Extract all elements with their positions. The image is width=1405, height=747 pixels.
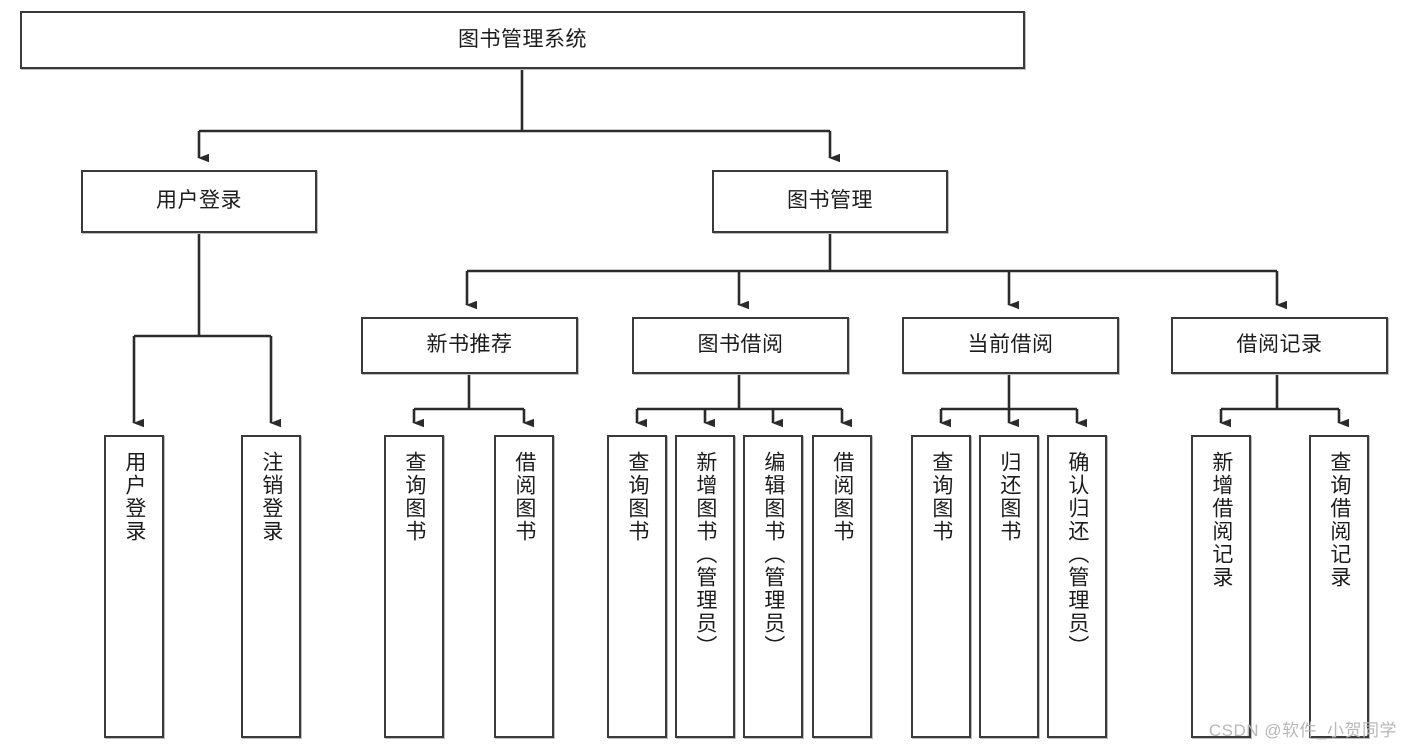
leaf-query-book-current[interactable]: 查询图书 <box>911 435 971 738</box>
node-label: 查询借阅记录 <box>1327 451 1351 589</box>
leaf-edit-book-admin[interactable]: 编辑图书（管理员） <box>743 435 803 738</box>
leaf-return-book[interactable]: 归还图书 <box>979 435 1039 738</box>
node-user-login[interactable]: 用户登录 <box>81 170 317 233</box>
node-label: 图书管理系统 <box>458 27 587 51</box>
node-root-system[interactable]: 图书管理系统 <box>20 11 1025 69</box>
watermark: CSDN @软件_小贺同学 <box>1208 721 1397 740</box>
node-label: 归还图书 <box>997 451 1021 543</box>
node-label: 借阅图书 <box>830 451 854 543</box>
node-label: 图书借阅 <box>697 333 784 357</box>
node-label: 新增借阅记录 <box>1209 451 1233 589</box>
node-borrow-record[interactable]: 借阅记录 <box>1171 317 1388 374</box>
leaf-borrow-book[interactable]: 借阅图书 <box>812 435 872 738</box>
node-label: 当前借阅 <box>967 333 1054 357</box>
node-label: 查询图书 <box>402 451 426 543</box>
node-label: 借阅图书 <box>512 451 536 543</box>
node-label: 借阅记录 <box>1236 333 1323 357</box>
leaf-borrow-book-recommend[interactable]: 借阅图书 <box>494 435 554 738</box>
leaf-add-borrow-record[interactable]: 新增借阅记录 <box>1191 435 1251 738</box>
node-label: 图书管理 <box>787 189 873 213</box>
node-label: 注销登录 <box>259 451 283 543</box>
node-label: 编辑图书（管理员） <box>761 451 785 658</box>
leaf-query-book-borrow[interactable]: 查询图书 <box>607 435 667 738</box>
node-current-borrow[interactable]: 当前借阅 <box>902 317 1119 374</box>
leaf-add-book-admin[interactable]: 新增图书（管理员） <box>675 435 735 738</box>
node-new-book-recommend[interactable]: 新书推荐 <box>361 317 578 374</box>
node-book-borrow[interactable]: 图书借阅 <box>632 317 849 374</box>
node-label: 查询图书 <box>625 451 649 543</box>
node-book-management[interactable]: 图书管理 <box>712 170 948 233</box>
leaf-query-book-recommend[interactable]: 查询图书 <box>384 435 444 738</box>
leaf-query-borrow-record[interactable]: 查询借阅记录 <box>1309 435 1369 738</box>
node-label: 新书推荐 <box>426 333 513 357</box>
node-label: 用户登录 <box>122 451 146 543</box>
leaf-logout[interactable]: 注销登录 <box>241 435 301 738</box>
leaf-confirm-return-admin[interactable]: 确认归还（管理员） <box>1047 435 1107 738</box>
leaf-user-login[interactable]: 用户登录 <box>104 435 164 738</box>
node-label: 确认归还（管理员） <box>1065 451 1089 658</box>
node-label: 新增图书（管理员） <box>693 451 717 658</box>
node-label: 用户登录 <box>156 189 242 213</box>
node-label: 查询图书 <box>929 451 953 543</box>
